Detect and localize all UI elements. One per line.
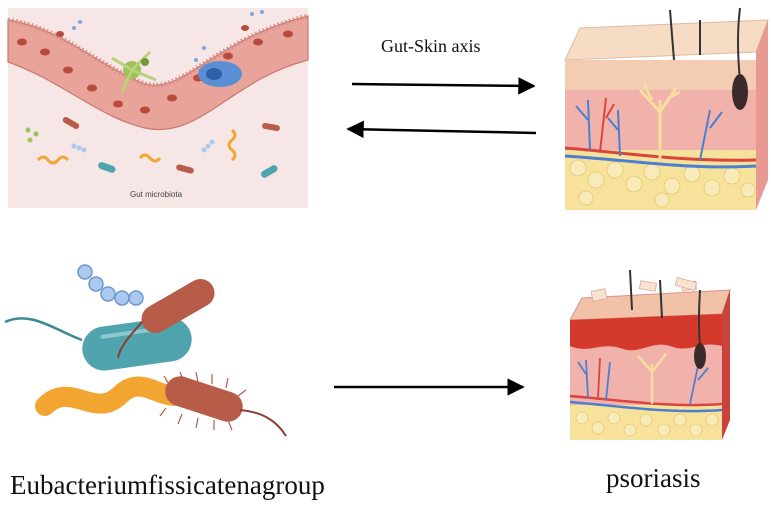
- teal-bacillus: [82, 317, 192, 371]
- gut-panel: [7, 8, 309, 208]
- bacterium-label: Eubacteriumfissicatenagroup: [10, 470, 325, 500]
- gut-skin-axis-label: Gut-Skin axis: [381, 36, 481, 56]
- hair: [669, 7, 741, 81]
- skin-block: [564, 7, 769, 210]
- red-bacillus-upper: [141, 279, 215, 333]
- red-bacillus-lower: [165, 376, 243, 422]
- dendritic-cell: [111, 50, 157, 93]
- arrow-gut-to-skin: [351, 77, 536, 95]
- psoriasis-skin-block: [569, 269, 731, 440]
- cell-nuclei: [17, 25, 293, 114]
- coccus-chain: [77, 264, 144, 306]
- gut-microbiota-label: Gut microbiota: [130, 190, 183, 199]
- psoriasis-label: psoriasis: [606, 463, 701, 493]
- arrow-skin-to-gut: [346, 120, 537, 139]
- gut-bacteria: [25, 117, 280, 178]
- immune-cell-blue: [198, 61, 242, 87]
- bacteria-cluster: [4, 264, 287, 437]
